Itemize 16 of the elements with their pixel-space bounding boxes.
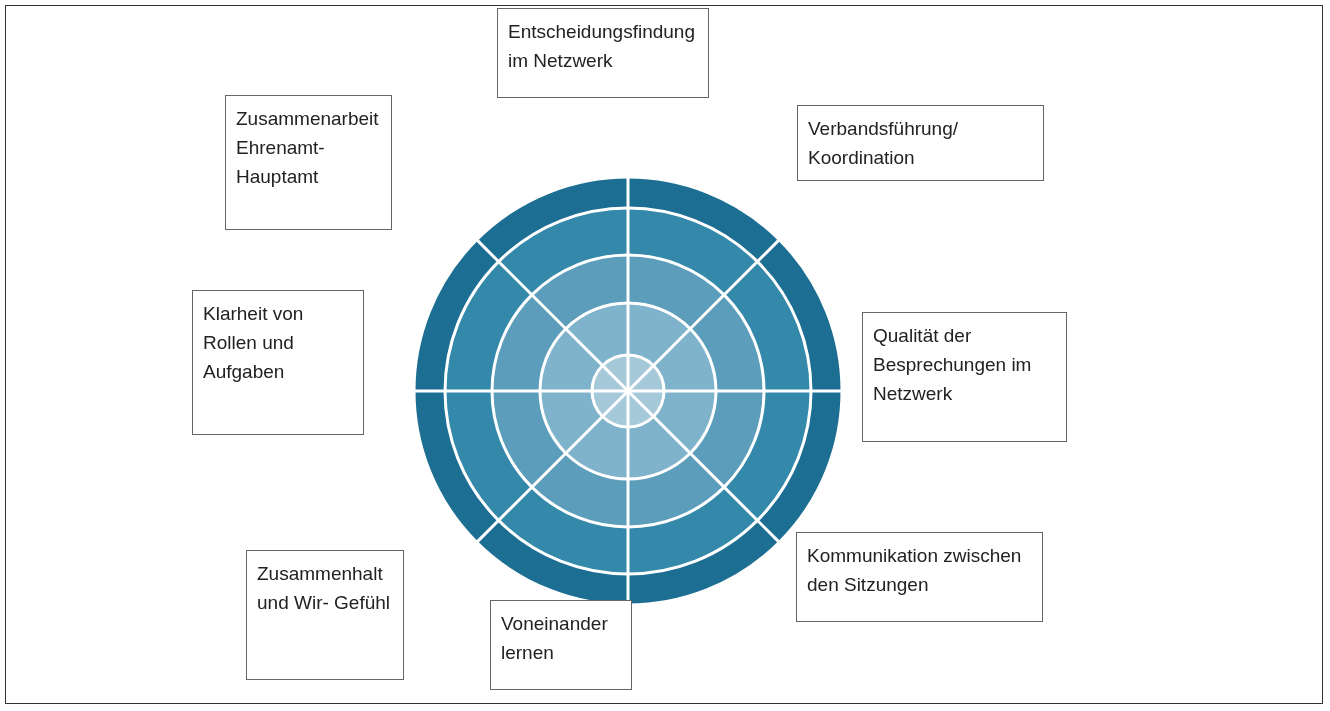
label-text: Voneinander lernen xyxy=(501,612,609,665)
label-box xyxy=(497,8,709,98)
label-box xyxy=(225,95,392,230)
label-text: Klarheit von Rollen und Aufgaben xyxy=(203,302,305,384)
label-text: Entscheidungsfindung im Netzwerk xyxy=(508,20,696,73)
label-box xyxy=(490,600,632,690)
label-text: Kommunikation zwischen den Sitzungen xyxy=(807,544,1023,597)
label-box xyxy=(796,532,1043,622)
label-text: Qualität der Besprechungen im Netzwerk xyxy=(873,324,1033,406)
label-text: Zusammenhalt und Wir- Gefühl xyxy=(257,562,392,615)
label-text: Verbandsführung/ Koordination xyxy=(808,117,959,170)
label-box xyxy=(246,550,404,680)
label-box xyxy=(862,312,1067,442)
label-box xyxy=(797,105,1044,181)
label-text: Zusammenarbeit Ehrenamt- Hauptamt xyxy=(236,107,380,189)
label-box xyxy=(192,290,364,435)
